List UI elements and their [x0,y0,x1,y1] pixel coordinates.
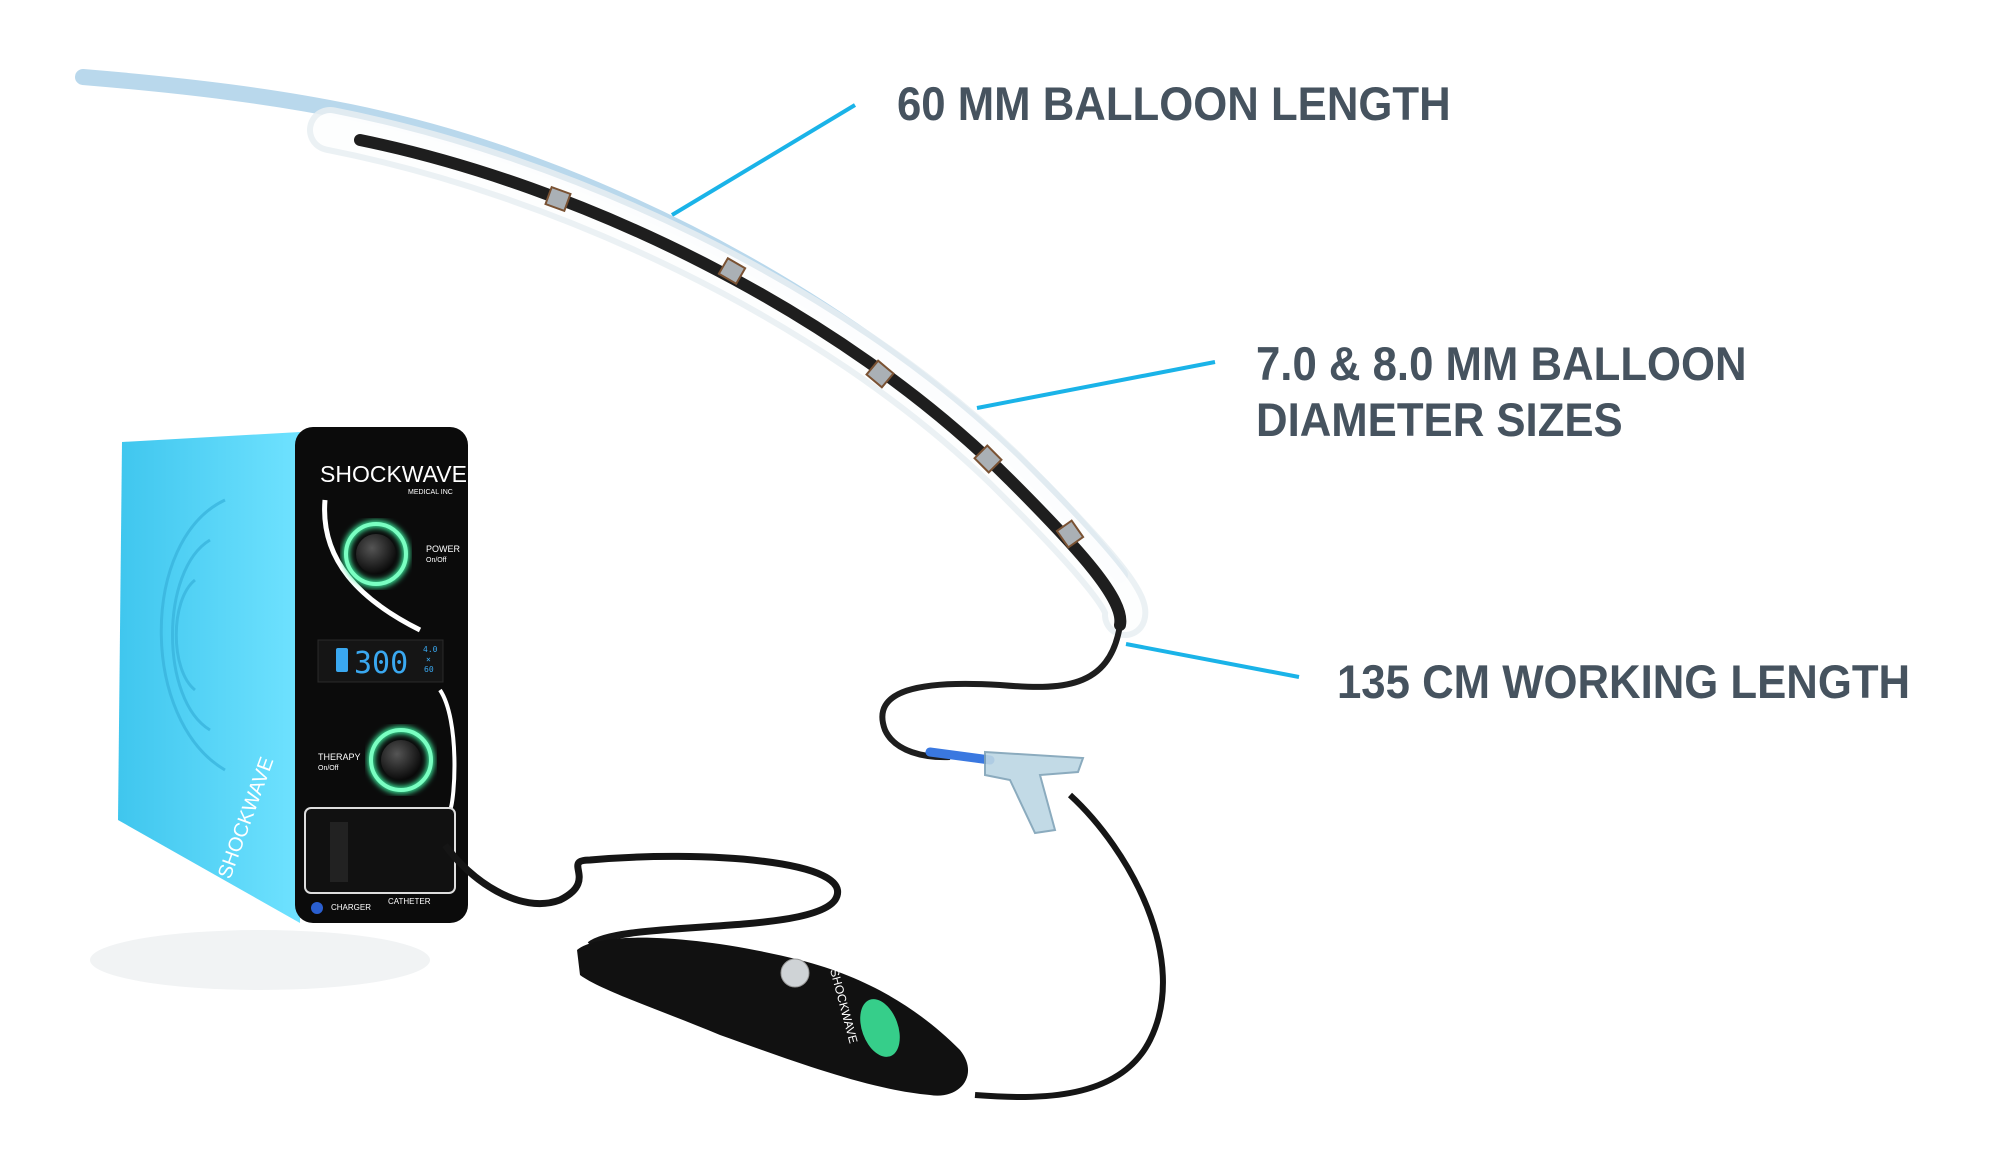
catheter-hub [925,747,1166,1100]
console-brand-sub: MEDICAL INC [408,489,453,496]
charger-icon [311,902,323,914]
battery-icon [336,648,348,672]
callout-diameter-line1: 7.0 & 8.0 MM BALLOON [1256,337,1747,390]
console-side-panel [118,432,300,923]
leader-line-diameter [976,360,1216,410]
display-size-top: 4.0 [423,645,438,654]
catheter-label: CATHETER [388,897,431,906]
display-value: 300 [354,646,408,681]
therapy-button[interactable] [367,726,435,794]
display-size-bottom: 60 [424,665,434,674]
power-button[interactable] [342,520,410,588]
console-display: 300 4.0 × 60 [317,639,444,683]
balloon-catheter [75,69,1149,761]
leader-lines [670,103,1300,679]
handle-button[interactable] [780,958,810,988]
power-label: POWER [426,544,461,554]
callout-working-length: 135 CM WORKING LENGTH [1337,655,1911,708]
charger-label: CHARGER [331,903,371,912]
leader-line-working-length [1125,642,1300,679]
port-bay [304,807,456,894]
leader-line-balloon-length [670,103,857,217]
therapy-sub-label: On/Off [318,765,339,772]
catheter-handle: SHOCKWAVE [577,937,969,1096]
handle-glow-ring [860,999,900,1057]
console-cable [442,842,841,948]
callout-balloon-length: 60 MM BALLOON LENGTH [897,77,1451,130]
console-brand: SHOCKWAVE [320,461,467,487]
therapy-label: THERAPY [318,752,361,762]
power-sub-label: On/Off [426,557,447,564]
callout-diameter-line2: DIAMETER SIZES [1256,393,1623,446]
generator-console: SHOCKWAVE SHOCKWAVE MEDICAL INC POWER On… [90,427,468,990]
display-size-x: × [426,655,431,664]
